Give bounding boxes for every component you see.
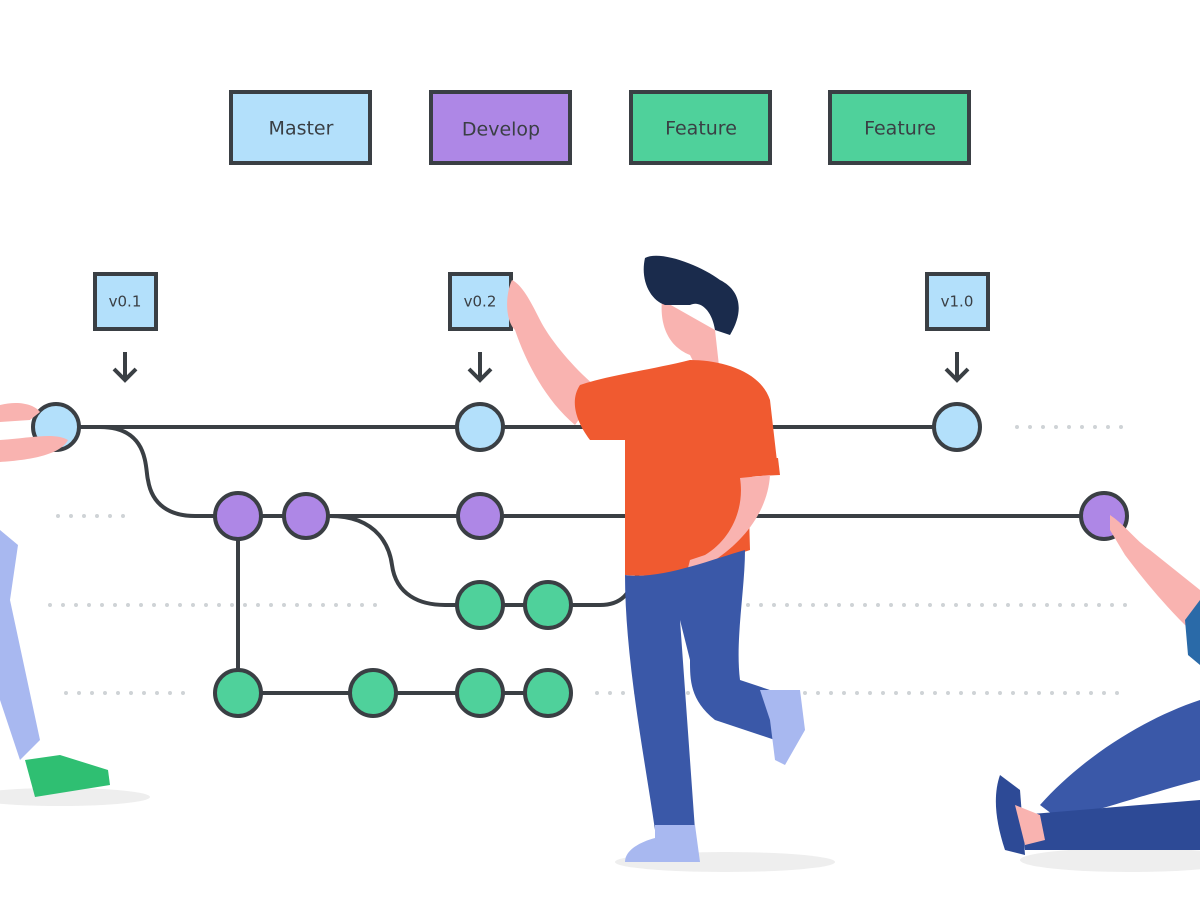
svg-text:v1.0: v1.0 xyxy=(941,293,974,311)
svg-text:Feature: Feature xyxy=(665,118,737,140)
commits-develop xyxy=(213,491,1129,541)
svg-text:v0.1: v0.1 xyxy=(109,293,142,311)
person-left-illustration xyxy=(0,402,150,806)
commits-master xyxy=(31,402,982,452)
tag-v0-2: v0.2 xyxy=(448,272,513,383)
dotted-guides xyxy=(48,425,1132,695)
svg-text:Master: Master xyxy=(269,118,334,140)
legend-feature-1: Feature xyxy=(629,90,772,165)
commits-feature xyxy=(213,580,573,718)
legend-master: Master xyxy=(229,90,372,165)
svg-text:Develop: Develop xyxy=(462,119,540,141)
tag-v1-0: v1.0 xyxy=(925,272,990,383)
tag-v0-1: v0.1 xyxy=(93,272,158,383)
branch-lines xyxy=(56,425,1104,695)
legend-feature-2: Feature xyxy=(828,90,971,165)
svg-text:v0.2: v0.2 xyxy=(464,293,497,311)
legend-develop: Develop xyxy=(429,90,572,165)
svg-text:Feature: Feature xyxy=(864,118,936,140)
person-right-illustration xyxy=(995,515,1200,872)
person-center-illustration xyxy=(507,255,835,872)
